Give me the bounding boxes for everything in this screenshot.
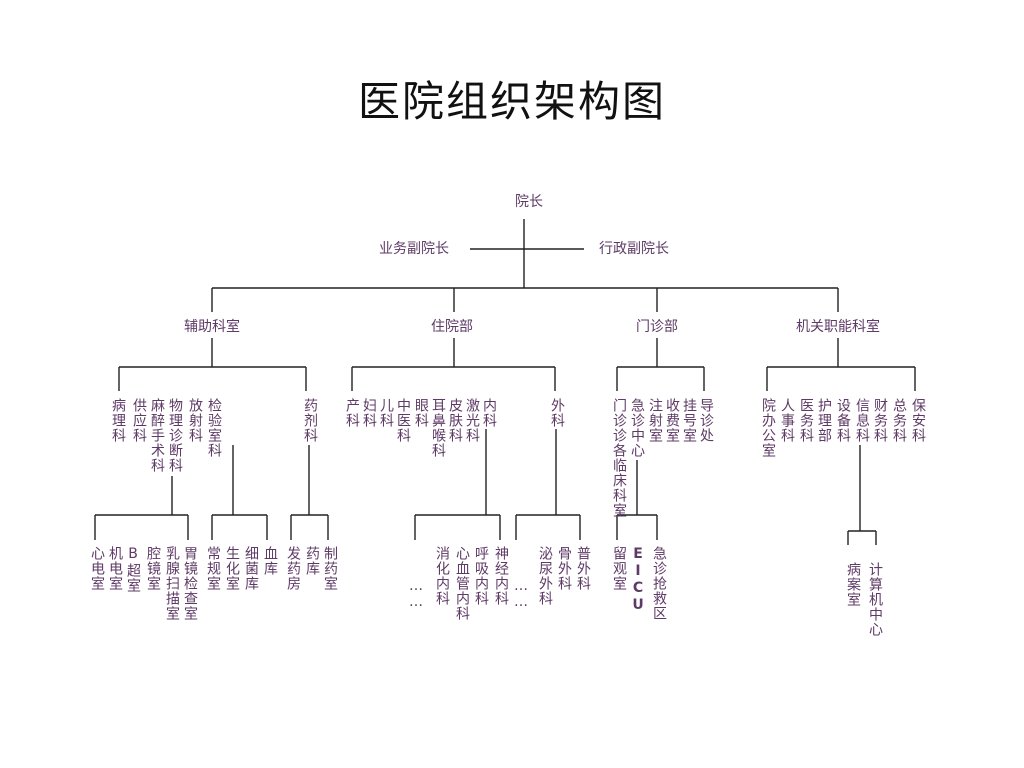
node-emergency-center: 急诊中心	[629, 398, 645, 458]
node-ecg-room: 心电室	[89, 546, 105, 591]
node-aux-departments: 辅助科室	[184, 319, 240, 335]
node-gastroscopy: 胃镜检查室	[182, 546, 198, 621]
node-ent: 耳鼻喉科	[430, 398, 446, 458]
node-computer-center: 计算机中心	[867, 562, 883, 637]
node-dermatology: 皮肤科	[447, 398, 463, 443]
node-cardiovascular: 心血管内科	[454, 546, 470, 621]
node-ellipsis-internal: ……	[408, 578, 424, 610]
node-admin-departments: 机关职能科室	[796, 319, 880, 335]
node-medical-records: 病案室	[845, 562, 861, 607]
node-eicu: EICU	[630, 546, 646, 614]
node-registration-room: 挂号室	[681, 398, 697, 443]
node-nursing-dept: 护理部	[816, 398, 832, 443]
node-drug-storage: 药库	[304, 546, 320, 576]
node-surgery: 外科	[549, 398, 565, 428]
node-physio: 物理诊断科	[167, 398, 183, 473]
node-billing-room: 收费室	[664, 398, 680, 443]
node-breast-scan: 乳腺扫描室	[164, 546, 180, 621]
node-pathology: 病理科	[110, 398, 126, 443]
node-equipment: 设备科	[835, 398, 851, 443]
node-lab: 检验室科	[206, 398, 222, 458]
node-biochem-room: 生化室	[224, 546, 240, 591]
node-inpatient: 住院部	[431, 319, 473, 335]
node-finance: 财务科	[872, 398, 888, 443]
node-ellipsis-surgery: ……	[513, 578, 529, 610]
node-security: 保安科	[910, 398, 926, 443]
node-radiology: 放射科	[187, 398, 203, 443]
node-pediatrics: 儿科	[378, 398, 394, 428]
node-blood-bank: 血库	[262, 546, 278, 576]
node-hr: 人事科	[779, 398, 795, 443]
node-vp-admin: 行政副院长	[599, 241, 669, 257]
node-general-surgery: 普外科	[575, 546, 591, 591]
node-president: 院长	[515, 194, 543, 210]
node-urology: 泌尿外科	[537, 546, 553, 606]
node-internal-medicine: 内科	[481, 398, 497, 428]
node-vp-business: 业务副院长	[379, 241, 449, 257]
page-title: 医院组织架构图	[357, 77, 666, 126]
node-president-office: 院办公室	[760, 398, 776, 458]
node-bacteria-bank: 细菌库	[243, 546, 259, 591]
node-emergency-rescue: 急诊抢救区	[651, 546, 667, 621]
node-obstetrics: 产科	[344, 398, 360, 428]
node-medical-affairs: 医务科	[798, 398, 814, 443]
node-gynecology: 妇科	[361, 398, 377, 428]
node-injection-room: 注射室	[647, 398, 663, 443]
node-supply: 供应科	[131, 398, 147, 443]
node-ophthalmology: 眼科	[413, 398, 429, 428]
node-observation-room: 留观室	[611, 546, 627, 591]
node-b-ultrasound: B超室	[125, 546, 141, 593]
node-tcm: 中医科	[395, 398, 411, 443]
node-orthopedics: 骨外科	[556, 546, 572, 591]
node-guide-desk: 导诊处	[698, 398, 714, 443]
node-endoscopy-room: 腔镜室	[145, 546, 161, 591]
node-neurology: 神经内科	[493, 546, 509, 606]
node-pharmacy: 药剂科	[302, 398, 318, 443]
node-routine-room: 常规室	[205, 546, 221, 591]
node-laser: 激光科	[464, 398, 480, 443]
node-outpatient-clinics: 门诊诊各临床科室	[611, 398, 627, 518]
node-information: 信息科	[854, 398, 870, 443]
node-drug-prep: 制药室	[322, 546, 338, 591]
node-outpatient: 门诊部	[636, 319, 678, 335]
node-respiratory: 呼吸内科	[473, 546, 489, 606]
node-general-affairs: 总务科	[891, 398, 907, 443]
node-digestive: 消化内科	[434, 546, 450, 606]
node-anesthesia: 麻醉手术科	[149, 398, 165, 473]
node-motor-room: 机电室	[107, 546, 123, 591]
node-dispensary: 发药房	[285, 546, 301, 591]
